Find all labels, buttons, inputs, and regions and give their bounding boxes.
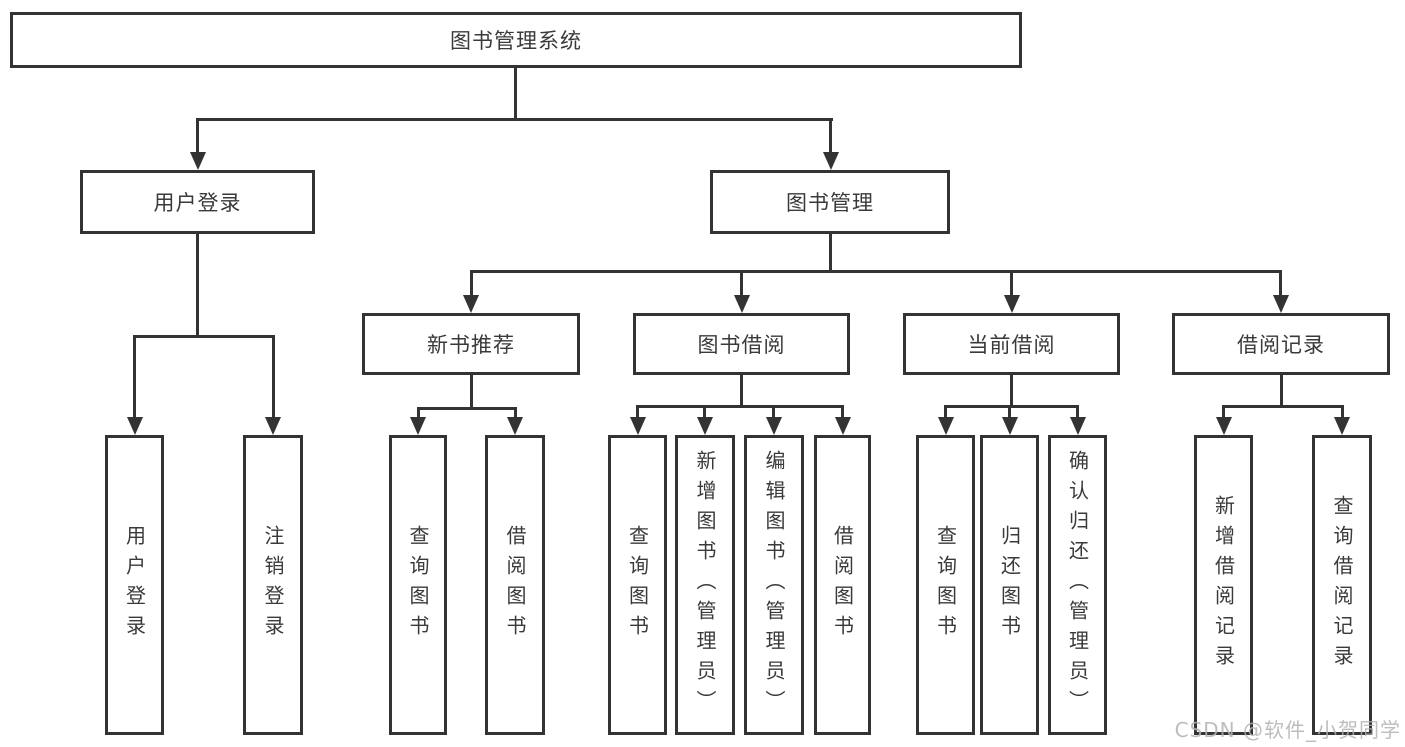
leaf-query-borrow-record-label: 查询借阅记录 (1330, 495, 1354, 675)
arrowhead-icon (127, 417, 143, 435)
arrowhead-icon (1216, 417, 1232, 435)
node-book-borrowing: 图书借阅 (633, 313, 850, 375)
connector-line (470, 270, 1282, 273)
node-book-management: 图书管理 (710, 170, 950, 234)
leaf-query-borrow-record: 查询借阅记录 (1312, 435, 1372, 735)
connector-line (1222, 405, 1344, 408)
leaf-borrow-books: 借阅图书 (814, 435, 871, 735)
connector-line (841, 405, 844, 419)
node-new-book-recommend: 新书推荐 (362, 313, 580, 375)
leaf-user-login: 用户登录 (105, 435, 164, 735)
leaf-user-login-label: 用户登录 (122, 525, 147, 645)
node-book-borrowing-label: 图书借阅 (697, 333, 786, 357)
connector-line (740, 270, 743, 297)
connector-line (1076, 405, 1079, 419)
arrowhead-icon (1070, 417, 1086, 435)
connector-line (1280, 375, 1283, 407)
node-book-management-label: 图书管理 (786, 191, 874, 215)
connector-line (196, 118, 199, 156)
leaf-confirm-return-admin: 确认归还（管理员） (1048, 435, 1107, 735)
arrowhead-icon (766, 417, 782, 435)
arrowhead-icon (265, 417, 281, 435)
leaf-confirm-return-admin-label: 确认归还（管理员） (1065, 450, 1090, 720)
leaf-query-books-borrowing-label: 查询图书 (625, 525, 650, 645)
connector-line (944, 405, 1079, 408)
arrowhead-icon (1002, 417, 1018, 435)
node-user-login: 用户登录 (80, 170, 315, 234)
connector-line (470, 375, 473, 409)
arrowhead-icon (1273, 295, 1289, 313)
node-borrowing-records: 借阅记录 (1172, 313, 1390, 375)
leaf-add-borrow-record-label: 新增借阅记录 (1211, 495, 1236, 675)
connector-line (196, 118, 833, 121)
leaf-query-books-recommend: 查询图书 (389, 435, 447, 735)
arrowhead-icon (697, 417, 713, 435)
arrowhead-icon (823, 152, 839, 170)
connector-line (1279, 270, 1282, 297)
leaf-logout: 注销登录 (243, 435, 303, 735)
connector-line (417, 407, 517, 410)
arrowhead-icon (938, 417, 954, 435)
node-current-borrowing: 当前借阅 (903, 313, 1120, 375)
connector-line (1008, 405, 1011, 419)
leaf-borrow-books-recommend: 借阅图书 (485, 435, 545, 735)
leaf-add-books-admin-label: 新增图书（管理员） (693, 450, 717, 720)
connector-line (944, 405, 947, 419)
connector-line (829, 118, 832, 156)
arrowhead-icon (190, 152, 206, 170)
connector-line (196, 234, 199, 338)
connector-line (133, 335, 136, 419)
connector-line (1010, 270, 1013, 297)
leaf-add-books-admin: 新增图书（管理员） (675, 435, 735, 735)
connector-line (1222, 405, 1225, 419)
leaf-return-books: 归还图书 (980, 435, 1039, 735)
connector-line (470, 270, 473, 297)
arrowhead-icon (835, 417, 851, 435)
connector-line (740, 375, 743, 407)
leaf-borrow-books-label: 借阅图书 (830, 525, 855, 645)
node-root-label: 图书管理系统 (450, 29, 582, 53)
leaf-query-books-recommend-label: 查询图书 (406, 525, 430, 645)
node-root: 图书管理系统 (10, 12, 1022, 68)
node-user-login-label: 用户登录 (153, 191, 242, 215)
connector-line (133, 335, 274, 338)
connector-line (772, 405, 775, 419)
leaf-return-books-label: 归还图书 (997, 525, 1022, 645)
leaf-add-borrow-record: 新增借阅记录 (1194, 435, 1253, 735)
arrowhead-icon (410, 417, 426, 435)
connector-line (514, 68, 517, 120)
arrowhead-icon (734, 295, 750, 313)
connector-line (417, 407, 420, 419)
leaf-query-books-current-label: 查询图书 (933, 525, 958, 645)
connector-line (1010, 375, 1013, 407)
connector-line (636, 405, 844, 408)
connector-line (272, 335, 275, 419)
connector-line (703, 405, 706, 419)
node-borrowing-records-label: 借阅记录 (1237, 333, 1325, 357)
leaf-logout-label: 注销登录 (261, 525, 285, 645)
node-current-borrowing-label: 当前借阅 (967, 333, 1056, 357)
leaf-query-books-current: 查询图书 (916, 435, 975, 735)
leaf-edit-books-admin: 编辑图书（管理员） (744, 435, 804, 735)
arrowhead-icon (1004, 295, 1020, 313)
connector-line (514, 407, 517, 419)
connector-line (636, 405, 639, 419)
arrowhead-icon (463, 295, 479, 313)
leaf-borrow-books-recommend-label: 借阅图书 (503, 525, 527, 645)
arrowhead-icon (1334, 417, 1350, 435)
arrowhead-icon (630, 417, 646, 435)
connector-line (1341, 405, 1344, 419)
node-new-book-recommend-label: 新书推荐 (427, 333, 515, 357)
arrowhead-icon (507, 417, 523, 435)
leaf-query-books-borrowing: 查询图书 (608, 435, 667, 735)
watermark: CSDN @软件_小贺同学 (1174, 718, 1401, 742)
connector-line (829, 234, 832, 272)
leaf-edit-books-admin-label: 编辑图书（管理员） (762, 450, 786, 720)
